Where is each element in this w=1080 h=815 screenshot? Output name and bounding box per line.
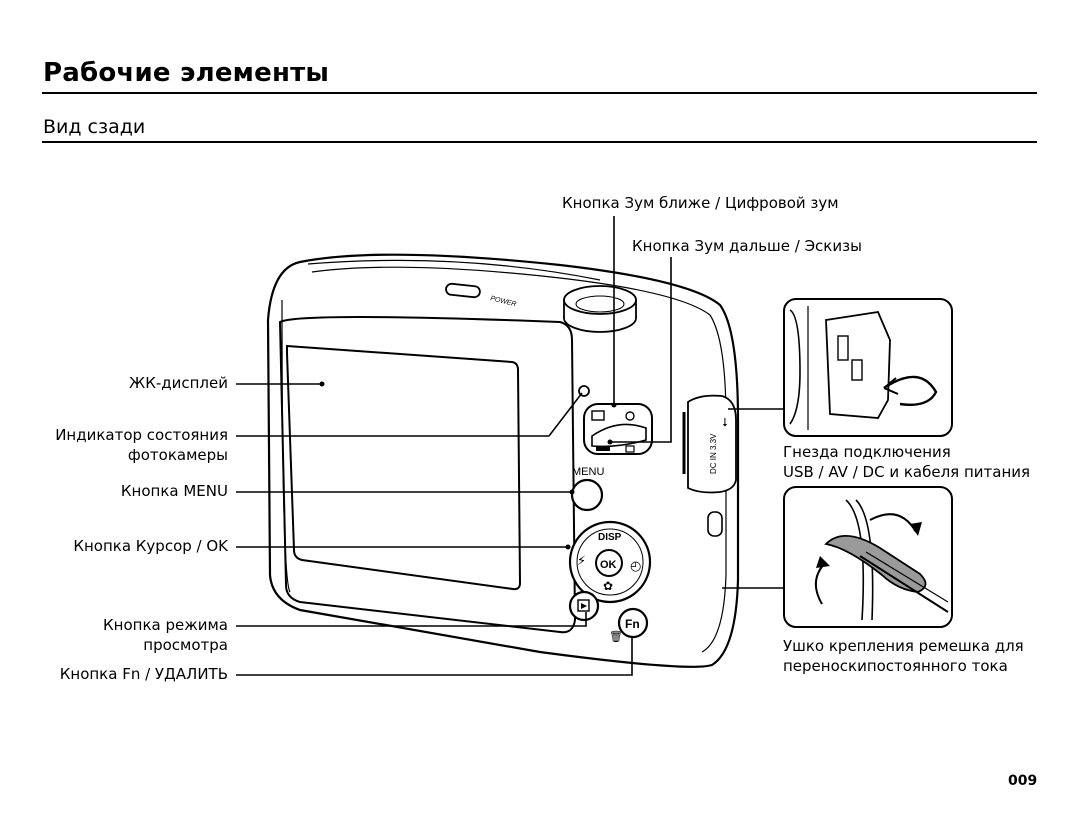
menu-leader-dot xyxy=(569,489,575,495)
strap-label-1: Ушко крепления ремешка для xyxy=(783,637,1024,655)
ok-label: OK xyxy=(600,559,617,571)
power-button[interactable] xyxy=(445,282,481,299)
usb-icon: ⭣ xyxy=(722,415,728,429)
section-subtitle: Вид сзади xyxy=(43,116,146,138)
status-indicator-label-1: Индикатор состояния xyxy=(55,426,228,444)
playback-button[interactable] xyxy=(568,590,600,622)
cursor-leader-dot xyxy=(565,544,571,550)
dc-in-label: DC IN 3.3V xyxy=(709,433,718,474)
ok-button[interactable] xyxy=(595,549,623,577)
zoomin-leader-dot xyxy=(611,402,617,408)
page-title: Рабочие элементы xyxy=(43,58,330,88)
page-number: 009 xyxy=(1008,773,1038,789)
trash-icon: 🗑 xyxy=(609,630,623,643)
timer-icon: ◴ xyxy=(630,559,641,574)
ports-label-1: Гнезда подключения xyxy=(783,443,951,461)
title-rule xyxy=(42,92,1037,94)
strap-inset xyxy=(783,486,953,628)
flash-icon: ⚡ xyxy=(577,554,586,569)
fn-label: Fn xyxy=(625,617,640,631)
leader-lines xyxy=(236,216,784,676)
lcd-leader-dot xyxy=(319,381,325,387)
fn-button[interactable] xyxy=(617,607,649,639)
playback-label-1: Кнопка режима xyxy=(103,616,228,634)
playback-label-2: просмотра xyxy=(143,636,228,654)
ports-label-2: USB / AV / DC и кабеля питания xyxy=(783,463,1031,481)
zoom-out-label: Кнопка Зум дальше / Эскизы xyxy=(632,237,862,255)
subtitle-rule xyxy=(42,141,1037,143)
cursor-ok-label: Кнопка Курсор / OK xyxy=(73,537,228,555)
lcd-label: ЖК-дисплей xyxy=(129,374,228,392)
menu-button-label: Кнопка MENU xyxy=(120,482,228,500)
strap-eyelet xyxy=(707,511,723,537)
menu-label: MENU xyxy=(572,466,604,478)
zoom-rocker[interactable] xyxy=(583,403,653,455)
zoom-in-label: Кнопка Зум ближе / Цифровой зум xyxy=(562,194,839,212)
port-cover xyxy=(682,394,737,494)
fn-delete-label: Кнопка Fn / УДАЛИТЬ xyxy=(59,665,228,683)
macro-icon: ✿ xyxy=(603,579,613,593)
shutter-dial[interactable] xyxy=(563,285,637,333)
disp-label: DISP xyxy=(598,532,622,543)
zoomout-leader-dot xyxy=(607,439,613,445)
ports-inset xyxy=(783,298,953,437)
menu-button[interactable] xyxy=(570,478,604,512)
status-indicator-label-2: фотокамеры xyxy=(127,446,228,464)
strap-label-2: переноскипостоянного тока xyxy=(783,657,1008,675)
lcd-screen xyxy=(286,344,522,591)
